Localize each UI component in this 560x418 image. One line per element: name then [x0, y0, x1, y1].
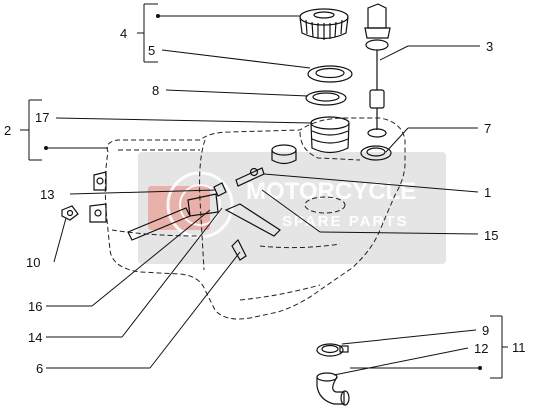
callout-2: 2 — [4, 123, 11, 138]
callout-1: 1 — [484, 185, 491, 200]
leader-lines — [20, 3, 508, 379]
callout-12: 12 — [474, 341, 488, 356]
callout-8: 8 — [152, 83, 159, 98]
watermark-logo-box — [148, 186, 210, 230]
callout-10: 10 — [26, 255, 40, 270]
elbow-hose-part-12 — [316, 372, 350, 406]
vent-cap-part — [271, 144, 297, 165]
grommet-part — [360, 145, 392, 161]
fuel-sender-part — [364, 3, 391, 138]
callout-13: 13 — [40, 187, 54, 202]
callout-4: 4 — [120, 26, 127, 41]
watermark: MOTORCYCLE SPARE PARTS — [138, 152, 446, 264]
callout-5: 5 — [148, 43, 155, 58]
callout-16: 16 — [28, 299, 42, 314]
callout-14: 14 — [28, 330, 42, 345]
watermark-line2: SPARE PARTS — [282, 213, 408, 230]
seal-ring-part-8 — [305, 90, 347, 106]
callout-labels: 4 5 8 17 2 3 7 1 13 15 10 16 14 6 9 12 1… — [4, 26, 526, 376]
watermark-panel — [138, 152, 446, 264]
callout-17: 17 — [35, 110, 49, 125]
callout-9: 9 — [482, 323, 489, 338]
callout-7: 7 — [484, 121, 491, 136]
hose-clamp-part-9 — [316, 343, 349, 357]
fuel-tank — [89, 117, 406, 320]
callout-11: 11 — [512, 340, 526, 355]
callout-15: 15 — [484, 228, 498, 243]
callout-3: 3 — [486, 39, 493, 54]
callout-6: 6 — [36, 361, 43, 376]
seal-ring-part-5 — [307, 65, 353, 83]
watermark-line1: MOTORCYCLE — [246, 178, 416, 205]
clip-part-10 — [61, 205, 79, 221]
fuel-cap-part — [299, 8, 349, 40]
